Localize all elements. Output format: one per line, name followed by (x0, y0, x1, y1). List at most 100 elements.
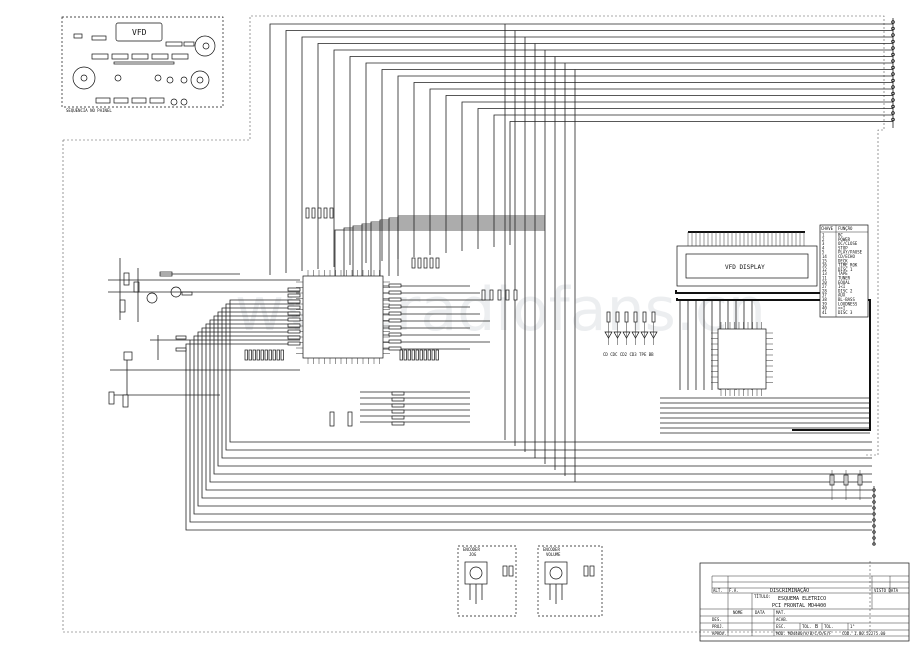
resistor (329, 411, 335, 427)
resistor (429, 257, 434, 269)
front-panel-sketch: VFD SEQUENCIA NO PAINEL (61, 16, 224, 113)
wire-trace (269, 23, 893, 275)
wire-trace (352, 225, 545, 276)
capacitor (252, 349, 256, 361)
key-table-function: EQUAL (838, 280, 851, 285)
connector-pin (872, 488, 876, 492)
tb-des: DES. (712, 617, 722, 622)
key-table-function: I<I (838, 284, 846, 289)
connector-pin (891, 91, 895, 96)
resistor (287, 317, 301, 322)
wire-trace (429, 88, 893, 255)
resistor (481, 289, 486, 301)
wire-trace (217, 311, 872, 467)
connector-pin (872, 536, 876, 540)
bus-wiring (185, 23, 893, 531)
vfd-driver-ic (711, 322, 773, 396)
tb-aprov: APROV. (712, 631, 726, 636)
key-table-header-key: CHAVE (821, 226, 834, 231)
key-table-key: 41 (822, 310, 827, 315)
resistor (287, 299, 301, 304)
connector-pin (891, 52, 895, 57)
key-table-key: 2 (822, 237, 825, 242)
key-table-key: 20 (822, 280, 827, 285)
resistor (388, 346, 402, 351)
led-resistor (642, 311, 647, 323)
led-resistor (624, 311, 629, 323)
tb-cod: COD. 1.00.52275.00 (842, 631, 886, 636)
resistor (388, 297, 402, 302)
tb-titulo-line2: PCI FRONTAL MD4400 (772, 603, 826, 609)
capacitor (268, 349, 272, 361)
key-table-key: 15 (822, 258, 827, 263)
resistor (391, 397, 405, 402)
resistor (388, 318, 402, 323)
led-resistor (651, 311, 656, 323)
connector-pin (891, 46, 895, 50)
tb-fa: F.A. (729, 588, 739, 593)
wire-trace (477, 108, 893, 249)
resistor (388, 332, 402, 337)
resistor-arrays (244, 207, 518, 427)
key-table-function: STOP (838, 245, 848, 250)
key-table-key: 14 (822, 254, 827, 259)
connector-pin (891, 65, 895, 70)
key-table-function: DECK (838, 258, 848, 263)
panel-caption: SEQUENCIA NO PAINEL (66, 108, 112, 113)
connector-pin (891, 111, 895, 115)
resistor (388, 325, 402, 330)
wire-trace (193, 335, 872, 515)
tb-tol-label: TOL. (802, 624, 812, 629)
tb-discriminacao: DISCRIMINAÇÃO (770, 587, 809, 594)
key-table-function: DISC 1 (838, 267, 853, 272)
led-resistor (633, 311, 638, 323)
wire-trace (285, 30, 893, 273)
capacitor (260, 349, 264, 361)
key-table-function: OC/CLOSE (838, 241, 858, 246)
key-table-function: POWER (838, 237, 851, 242)
wire-trace (301, 36, 893, 271)
encoder-jog-title-1: ENCODER (463, 547, 480, 552)
key-table-key: 28 (822, 288, 827, 293)
capacitor (407, 349, 411, 361)
wire-trace (189, 339, 872, 523)
key-table-function: CD/ECHO (838, 254, 855, 259)
tb-tol-value: B (815, 624, 818, 630)
wire-trace (185, 343, 872, 531)
led-resistor (615, 311, 620, 323)
capacitor (427, 349, 431, 361)
capacitor (435, 349, 439, 361)
key-table-function: TIME ROK (838, 263, 858, 268)
wire-trace (229, 299, 872, 443)
resistor (388, 339, 402, 344)
right-edge-connector (891, 18, 895, 128)
encoder-jog: ENCODER JOG (457, 545, 517, 617)
key-table-function: DISC 3 (838, 310, 853, 315)
resistor (391, 415, 405, 420)
key-table-key: 5 (822, 250, 825, 255)
key-table-key: 11 (822, 276, 827, 281)
resistor (435, 257, 440, 269)
connector-pin (872, 500, 876, 504)
wire-trace (381, 69, 893, 261)
resistor (388, 290, 402, 295)
resistor (287, 287, 301, 292)
key-table-function: >>I (838, 306, 846, 311)
led-resistor (606, 311, 611, 323)
capacitor (272, 349, 276, 361)
resistor (388, 304, 402, 309)
wire-trace (221, 307, 872, 459)
resistor (497, 289, 502, 301)
resistor (417, 257, 422, 269)
microcontroller-ic (296, 270, 390, 364)
resistor (329, 207, 334, 219)
tb-tol2-value: 1° (850, 624, 855, 629)
resistor (388, 311, 402, 316)
tb-acab: ACAB. (776, 617, 788, 622)
wire-trace (225, 303, 872, 451)
key-table-header-function: FUNÇÃO (838, 226, 853, 231)
key-table-key: 38 (822, 297, 827, 302)
vfd-heavy-trace (676, 298, 871, 431)
tb-titulo-line1: ESQUEMA ELETRICO (778, 596, 826, 602)
